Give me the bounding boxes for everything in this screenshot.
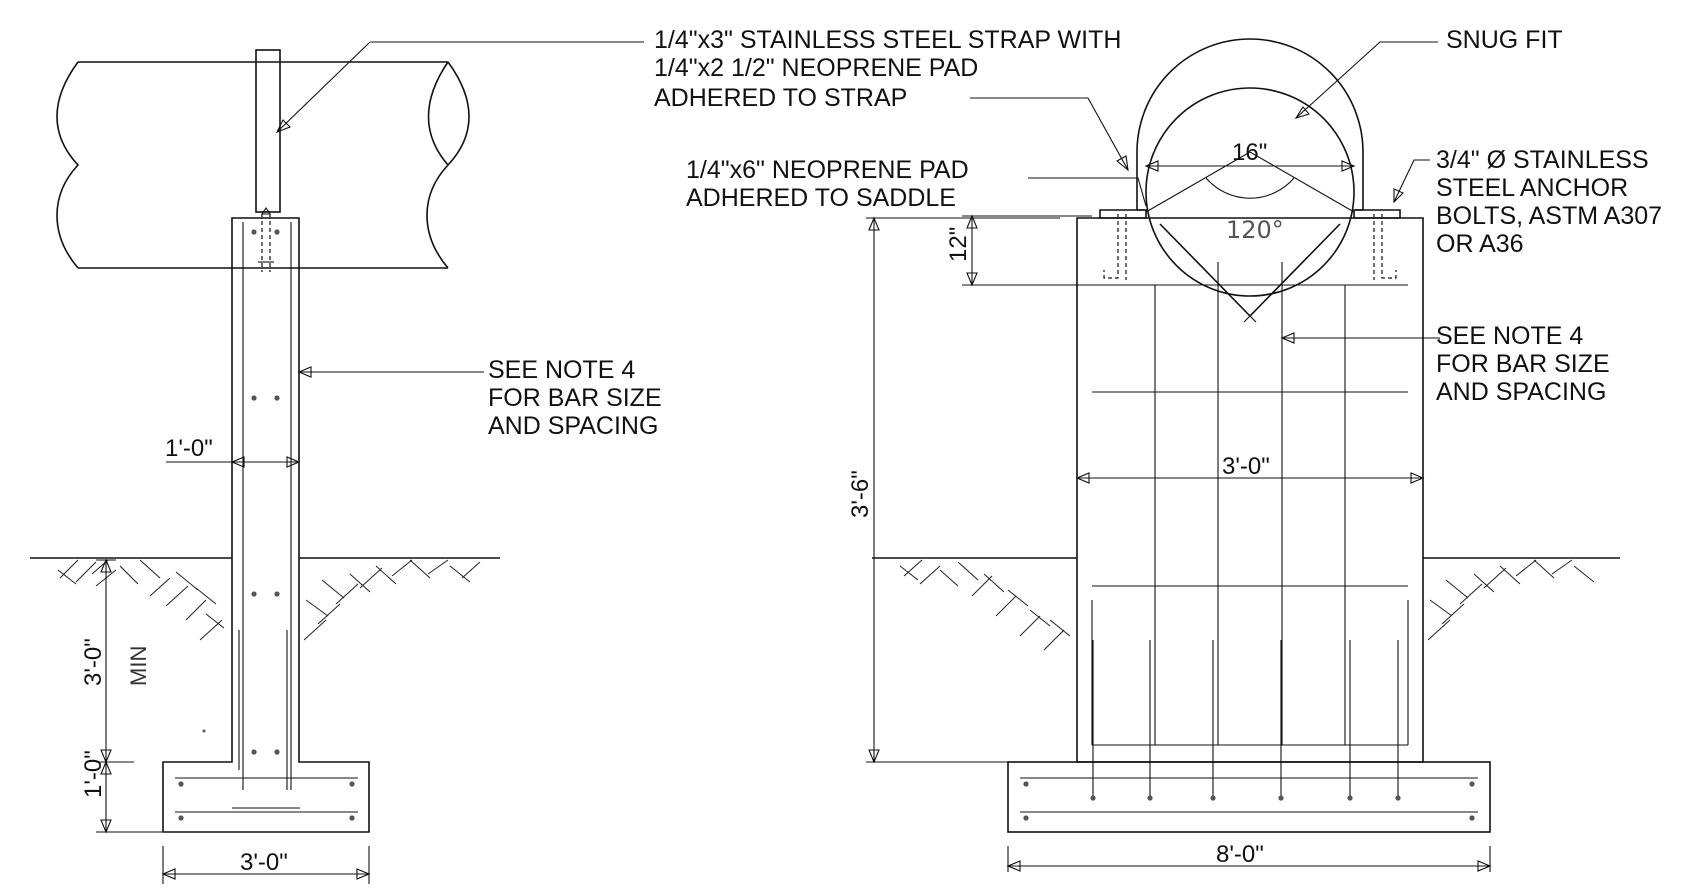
snug-fit-label: SNUG FIT	[1446, 26, 1563, 54]
footing-front	[1007, 761, 1491, 833]
dim-footing-width-left: 3'-0"	[161, 846, 371, 884]
strap-label-line3: ADHERED TO STRAP	[654, 84, 907, 112]
dim-footing-thickness-text: 1'-0"	[80, 750, 107, 798]
see-note-right: SEE NOTE 4 FOR BAR SIZE AND SPACING	[1436, 322, 1610, 406]
see-note-right-line3: AND SPACING	[1436, 378, 1606, 406]
ground-left	[30, 557, 500, 641]
dim-pier-height: 3'-6"	[847, 216, 1060, 764]
anchor-bolts-line2: STEEL ANCHOR	[1436, 174, 1628, 202]
see-note-left-line3: AND SPACING	[488, 412, 658, 440]
dim-saddle-depth-text: 12"	[945, 227, 972, 262]
strap-label-line1: 1/4"x3" STAINLESS STEEL STRAP WITH	[654, 26, 1121, 54]
see-note-left-line1: SEE NOTE 4	[488, 356, 635, 384]
front-view: 16" 120° 12" 3'-6" 3'-0"	[847, 38, 1620, 872]
see-note-right-line2: FOR BAR SIZE	[1436, 350, 1610, 378]
dim-footing-width-left-text: 3'-0"	[240, 849, 288, 876]
neoprene-pad-label: 1/4"x6" NEOPRENE PAD ADHERED TO SADDLE	[686, 156, 969, 212]
dim-pier-width: 3'-0"	[1075, 453, 1425, 484]
rebar-front	[1020, 262, 1478, 821]
strap-label-line2: 1/4"x2 1/2" NEOPRENE PAD	[654, 54, 978, 82]
anchor-bolts-label: 3/4" Ø STAINLESS STEEL ANCHOR BOLTS, AST…	[1436, 146, 1662, 258]
pipe-side	[56, 61, 470, 269]
dim-footing-width-right-text: 8'-0"	[1216, 841, 1264, 868]
strap-label: 1/4"x3" STAINLESS STEEL STRAP WITH 1/4"x…	[654, 26, 1121, 112]
pier-side	[162, 217, 370, 833]
dim-pier-width-text: 3'-0"	[1222, 453, 1270, 480]
dim-pipe-diameter: 16"	[1144, 139, 1356, 172]
neoprene-pad-line1: 1/4"x6" NEOPRENE PAD	[686, 156, 969, 184]
see-note-left-line2: FOR BAR SIZE	[488, 384, 662, 412]
anchor-bolts-line3: BOLTS, ASTM A307	[1436, 202, 1662, 230]
dim-embed-depth: 3'-0" MIN	[80, 558, 151, 764]
ground-right	[872, 557, 1620, 651]
anchor-bolts-line4: OR A36	[1436, 230, 1524, 258]
strap-front	[1136, 38, 1364, 210]
pipe-front	[1145, 87, 1355, 297]
strap-side	[255, 49, 281, 213]
dim-saddle-angle-text: 120°	[1226, 216, 1284, 244]
see-note-left: SEE NOTE 4 FOR BAR SIZE AND SPACING	[488, 356, 662, 440]
see-note-right-line1: SEE NOTE 4	[1436, 322, 1583, 350]
dim-footing-thickness: 1'-0"	[80, 750, 163, 834]
rebar-side	[175, 222, 358, 821]
dim-wall-width-text: 1'-0"	[165, 435, 213, 462]
dim-footing-width-right: 8'-0"	[1006, 841, 1492, 872]
dim-saddle-angle: 120°	[1145, 151, 1355, 244]
pier-front	[1076, 217, 1424, 763]
dim-wall-width: 1'-0"	[165, 435, 301, 468]
dim-embed-depth-text: 3'-0"	[80, 638, 107, 686]
dim-saddle-depth: 12"	[945, 214, 1092, 287]
anchor-bolts-line1: 3/4" Ø STAINLESS	[1436, 146, 1649, 174]
side-view: 1'-0" 3'-0" MIN 1'-0" 3'-0"	[30, 41, 662, 884]
neoprene-pad-line2: ADHERED TO SADDLE	[686, 184, 956, 212]
min-text: MIN	[126, 646, 151, 686]
dim-pier-height-text: 3'-6"	[847, 470, 874, 518]
